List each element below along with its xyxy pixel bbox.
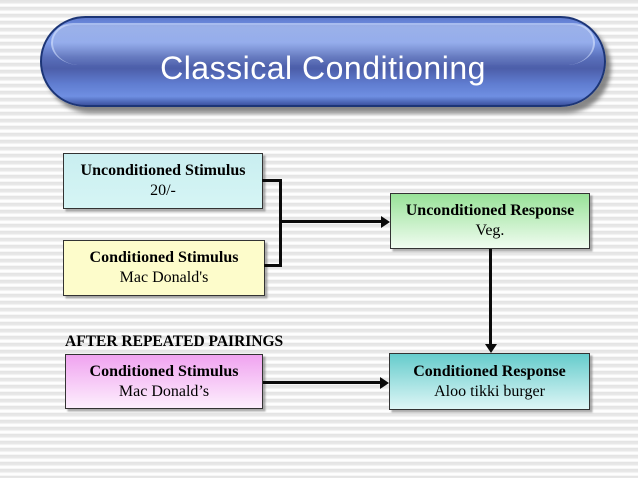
connector-join-vertical — [279, 179, 282, 267]
conditioned-stimulus-after-box: Conditioned Stimulus Mac Donald’s — [65, 354, 263, 409]
connector-cs-stub — [264, 264, 282, 267]
conditioned-stimulus-before-value: Mac Donald's — [119, 269, 209, 286]
unconditioned-stimulus-title: Unconditioned Stimulus — [80, 162, 246, 179]
conditioned-stimulus-after-title: Conditioned Stimulus — [89, 362, 239, 380]
conditioned-stimulus-before-box: Conditioned Stimulus Mac Donald's — [63, 240, 265, 296]
unconditioned-stimulus-box: Unconditioned Stimulus 20/- — [63, 153, 263, 209]
conditioned-response-value: Aloo tikki burger — [434, 382, 545, 400]
connector-to-ur-shaft — [279, 220, 381, 223]
conditioned-response-box: Conditioned Response Aloo tikki burger — [389, 353, 590, 410]
title-banner: Classical Conditioning — [40, 16, 606, 107]
after-repeated-pairings-label: AFTER REPEATED PAIRINGS — [65, 333, 284, 350]
unconditioned-response-box: Unconditioned Response Veg. — [390, 193, 590, 249]
unconditioned-response-title: Unconditioned Response — [405, 202, 575, 219]
conditioned-stimulus-after-value: Mac Donald’s — [118, 382, 210, 400]
arrowhead-right-to-ur-icon — [381, 215, 390, 228]
connector-us-stub — [262, 179, 282, 182]
unconditioned-stimulus-value: 20/- — [150, 182, 176, 199]
slide-title: Classical Conditioning — [160, 50, 486, 86]
conditioned-response-title: Conditioned Response — [413, 362, 566, 380]
connector-cs-to-cr-shaft — [263, 381, 380, 384]
connector-ur-to-cr-shaft — [489, 249, 492, 344]
unconditioned-response-value: Veg. — [475, 222, 505, 239]
arrowhead-down-to-cr-icon — [484, 344, 497, 353]
conditioned-stimulus-before-title: Conditioned Stimulus — [89, 249, 239, 266]
arrowhead-right-to-cr-icon — [380, 376, 389, 389]
